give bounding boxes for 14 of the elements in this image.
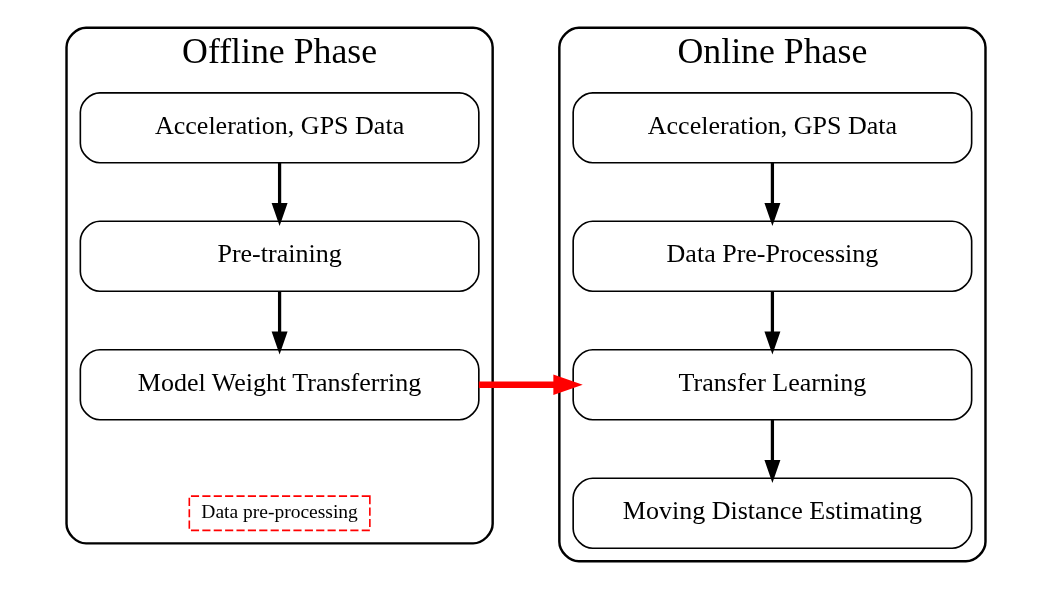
arrow bbox=[271, 162, 288, 226]
node-box: Acceleration, GPS Data bbox=[572, 92, 973, 164]
node-box: Model Weight Transferring bbox=[79, 349, 480, 421]
node-box: Pre-training bbox=[79, 220, 480, 293]
arrow bbox=[764, 162, 781, 226]
node-box: Moving Distance Estimating bbox=[572, 477, 973, 550]
arrow bbox=[764, 419, 781, 483]
arrow bbox=[478, 374, 583, 396]
arrow bbox=[271, 291, 288, 355]
node-box: Data Pre-Processing bbox=[572, 220, 973, 293]
arrow bbox=[764, 291, 781, 355]
legend-label: Data pre-processing bbox=[201, 501, 358, 523]
node-box: Transfer Learning bbox=[572, 349, 973, 421]
node-box: Acceleration, GPS Data bbox=[79, 92, 480, 164]
